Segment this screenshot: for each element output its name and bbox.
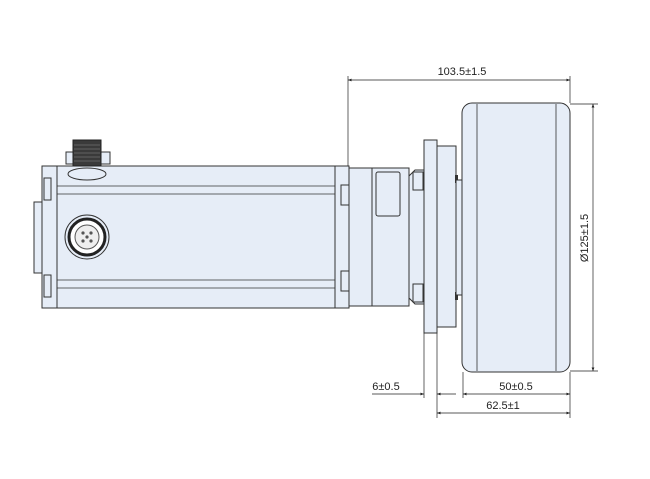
flange-thickness-label: 6±0.5 xyxy=(372,381,399,393)
side-connector xyxy=(64,214,110,260)
flange xyxy=(423,139,463,334)
flange-to-wheel-label: 62.5±1 xyxy=(486,400,520,412)
dimension-lines xyxy=(347,76,598,418)
overall-length-label: 103.5±1.5 xyxy=(438,66,487,78)
wheel-diameter-label: Ø125±1.5 xyxy=(579,214,591,262)
gearbox xyxy=(348,167,425,307)
top-connector xyxy=(65,139,111,181)
wheel-width-label: 50±0.5 xyxy=(499,381,533,393)
wheel xyxy=(461,102,571,373)
